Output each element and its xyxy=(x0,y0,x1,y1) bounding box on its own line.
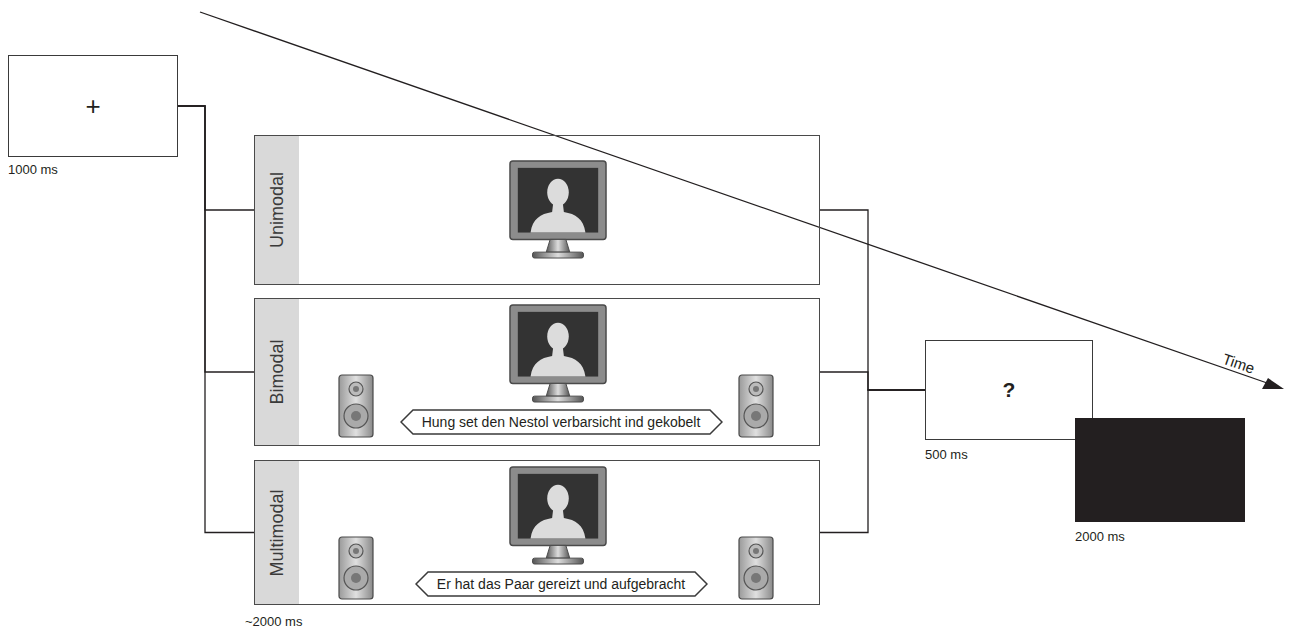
speaker-icon xyxy=(339,537,373,599)
sentence-banner: Er hat das Paar gereizt und aufgebracht xyxy=(415,571,708,597)
duration-label: ~2000 ms xyxy=(245,614,302,629)
axis-label: Time xyxy=(1220,350,1257,377)
duration-label: 1000 ms xyxy=(8,162,58,177)
condition-panel: Unimodal xyxy=(254,135,820,285)
flow-connector xyxy=(820,210,925,390)
response-box: ? xyxy=(925,340,1093,440)
duration-label: 2000 ms xyxy=(1075,529,1125,544)
blank-screen xyxy=(1075,418,1245,522)
time-axis xyxy=(200,12,1270,384)
screen-symbol: ? xyxy=(1003,378,1016,402)
condition-label: Bimodal xyxy=(267,339,288,404)
flow-connector xyxy=(178,106,254,533)
sentence-text: Er hat das Paar gereizt und aufgebracht xyxy=(437,576,685,592)
fixation-box: + xyxy=(8,55,178,157)
flow-connector xyxy=(820,390,925,533)
flow-connector xyxy=(820,372,925,390)
sentence-banner: Hung set den Nestol verbarsicht ind geko… xyxy=(400,409,723,435)
condition-strip: Bimodal xyxy=(255,299,299,445)
condition-label: Multimodal xyxy=(267,489,288,576)
monitor-icon xyxy=(510,305,606,402)
sentence-text: Hung set den Nestol verbarsicht ind geko… xyxy=(422,414,701,430)
condition-panel: Er hat das Paar gereizt und aufgebracht M… xyxy=(254,460,820,605)
time-arrowhead xyxy=(1262,378,1284,389)
monitor-icon xyxy=(510,161,606,258)
flow-connector xyxy=(178,106,254,210)
screen-symbol: + xyxy=(85,91,100,122)
condition-strip: Multimodal xyxy=(255,461,299,604)
speaker-icon xyxy=(739,375,773,437)
speaker-icon xyxy=(739,537,773,599)
condition-label: Unimodal xyxy=(267,172,288,248)
speaker-icon xyxy=(339,375,373,437)
condition-panel: Hung set den Nestol verbarsicht ind geko… xyxy=(254,298,820,446)
flow-connector xyxy=(178,106,254,372)
duration-label: 500 ms xyxy=(925,447,968,462)
monitor-icon xyxy=(510,467,606,564)
condition-strip: Unimodal xyxy=(255,136,299,284)
